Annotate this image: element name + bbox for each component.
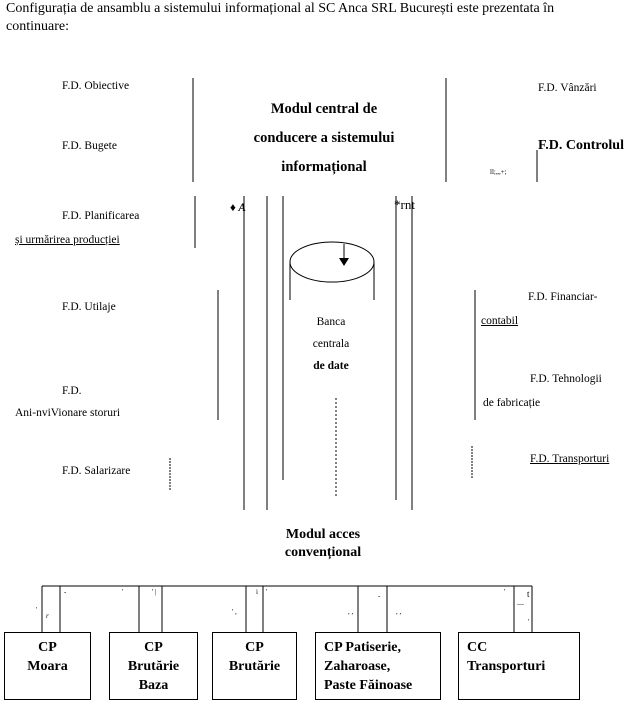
connector-mark-13: — (517, 600, 524, 608)
connector-mark-15: ' (122, 588, 124, 596)
unit-line3: Paste Făinoase (324, 678, 413, 693)
label-fd-utilaje: F.D. Utilaje (62, 301, 116, 313)
central-mark-a: ♦ A (230, 202, 246, 214)
connector-mark-1: - (64, 588, 67, 596)
database-arrow-head (339, 258, 349, 266)
database-line3: de date (313, 360, 349, 372)
label-fd-transporturi: F.D. Transporturi (530, 453, 610, 465)
label-fd-aprov: F.D. (62, 385, 82, 397)
database-label: Banca centrala de date (291, 311, 371, 377)
connector-mark-10: , , (396, 608, 402, 616)
label-fd-vanzari: F.D. Vânzări (538, 82, 597, 94)
unit-box-brutarie: CP Brutărie (212, 632, 297, 700)
label-fd-tehnologii-cont: de fabricație (483, 397, 541, 409)
unit-line1: CP (144, 640, 163, 655)
database-top (289, 241, 375, 283)
label-fd-controlul: F.D. Controlul (538, 138, 624, 153)
database-line2: centrala (312, 338, 350, 350)
connector-mark-2: r (46, 612, 49, 620)
connector-mark-9: - (378, 592, 381, 600)
central-module-line1: Modul central de (270, 101, 378, 117)
unit-line1: CP Patiserie, (324, 640, 401, 655)
label-fd-bugete: F.D. Bugete (62, 140, 117, 152)
label-fd-planificarea-cont: și urmărirea producției (15, 234, 120, 246)
connector-mark-3: ' (36, 606, 38, 614)
label-fd-obiective: F.D. Obiective (62, 80, 130, 92)
label-fd-planificarea: F.D. Planificarea (62, 210, 140, 222)
connector-mark-7: ' , (232, 608, 237, 616)
unit-line3: Baza (138, 678, 169, 693)
unit-line1: CP (38, 640, 57, 655)
label-fd-financiar: F.D. Financiar- (528, 291, 598, 303)
acces-module-line2: convențional (284, 545, 362, 560)
unit-line1: CP (245, 640, 264, 655)
connector-mark-14: ' (528, 618, 530, 626)
connector-mark-11: ' (504, 588, 506, 596)
label-fd-tehnologii: F.D. Tehnologii (530, 373, 602, 385)
unit-box-moara: CP Moara (4, 632, 91, 700)
label-fd-aprov-cont: Ani-nviVionare storuri (15, 407, 121, 419)
unit-line2: Brutărie (228, 659, 281, 674)
intro-text: Configurația de ansamblu a sistemului in… (6, 1, 555, 34)
central-module-line2: conducere a sistemului (253, 130, 395, 146)
connector-mark-6: ' (266, 588, 268, 596)
label-fd-financiar-cont: contabil (481, 315, 519, 327)
acces-module-title: Modul acces convențional (248, 526, 398, 562)
database-line1: Banca (316, 316, 346, 328)
unit-box-brutarie-baza: CP Brutărie Baza (109, 632, 198, 700)
unit-line1: CC (467, 640, 488, 655)
unit-line2: Moara (27, 659, 68, 674)
connector-mark-8: , , (348, 608, 354, 616)
connector-mark-4: ' | (152, 588, 157, 596)
unit-box-patiserie: CP Patiserie, Zaharoase, Paste Făinoase (315, 632, 441, 700)
unit-line2: Zaharoase, (324, 659, 391, 674)
unit-line2: Transporturi (467, 659, 546, 674)
controlul-mark: ll;„,+; (490, 168, 507, 176)
connector-mark-12: t (527, 589, 530, 599)
central-module-line3: informațional (281, 159, 367, 175)
connector-mark-5: i (256, 588, 258, 596)
label-fd-salarizare: F.D. Salarizare (62, 465, 131, 477)
unit-box-transporturi: CC Transporturi (458, 632, 580, 700)
central-mark-rnt: *rnt (394, 197, 415, 212)
acces-module-line1: Modul acces (285, 527, 361, 542)
unit-line2: Brutărie (127, 659, 180, 674)
central-module-title: Modul central de conducere a sistemului … (204, 95, 444, 182)
